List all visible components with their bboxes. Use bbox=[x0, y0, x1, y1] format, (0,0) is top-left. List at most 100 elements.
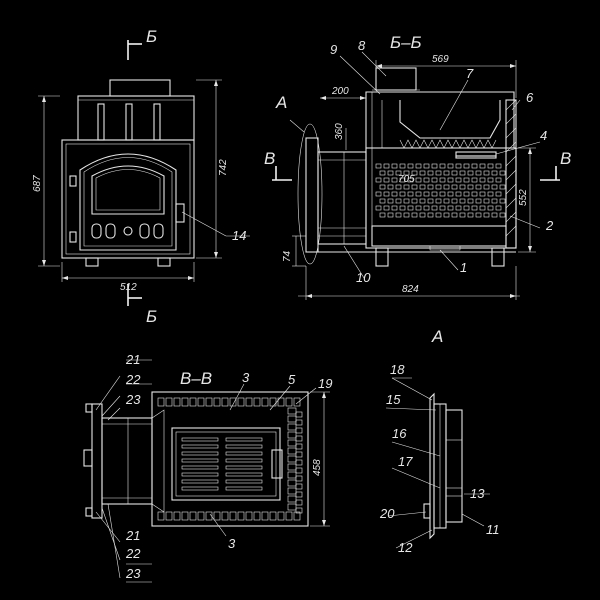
stone-cell bbox=[391, 177, 398, 183]
stone-link bbox=[205, 397, 213, 407]
front-door-glass bbox=[91, 165, 165, 215]
stone-cell bbox=[379, 170, 386, 176]
stone-cell bbox=[431, 177, 438, 183]
grate-bar bbox=[225, 451, 263, 456]
front-rib bbox=[153, 103, 161, 141]
grate-bar bbox=[181, 479, 219, 484]
stone-link bbox=[287, 415, 297, 423]
callout-4: 4 bbox=[540, 128, 547, 143]
dim-front-height: 687 bbox=[32, 175, 43, 192]
stone-cell bbox=[419, 212, 426, 218]
front-rib bbox=[125, 103, 133, 141]
stone-cell bbox=[403, 212, 410, 218]
stone-link bbox=[287, 495, 297, 503]
dim-vv-depth: 458 bbox=[312, 459, 323, 476]
front-door bbox=[79, 153, 177, 251]
stone-cell bbox=[499, 170, 506, 176]
stone-link bbox=[295, 507, 303, 514]
bb-stone-grid bbox=[375, 163, 506, 218]
front-view bbox=[38, 40, 250, 306]
stone-cell bbox=[427, 184, 434, 190]
stone-link bbox=[237, 511, 245, 521]
stone-cell bbox=[379, 212, 386, 218]
stone-cell bbox=[423, 191, 430, 197]
stone-cell bbox=[495, 177, 502, 183]
air-slot bbox=[91, 223, 102, 239]
callout-10: 10 bbox=[356, 270, 371, 285]
stone-cell bbox=[415, 177, 422, 183]
stone-cell bbox=[395, 198, 402, 204]
callout-12: 12 bbox=[398, 540, 413, 555]
stone-cell bbox=[403, 198, 410, 204]
stone-link bbox=[269, 511, 277, 521]
stone-link bbox=[295, 467, 303, 474]
stone-cell bbox=[483, 170, 490, 176]
stone-cell bbox=[411, 170, 418, 176]
callout-17: 17 bbox=[398, 454, 413, 469]
stone-cell bbox=[459, 170, 466, 176]
air-knob bbox=[123, 226, 133, 236]
stone-cell bbox=[411, 198, 418, 204]
stone-cell bbox=[479, 191, 486, 197]
dim-bb-left-top: 200 bbox=[331, 86, 349, 97]
bb-ashpan bbox=[371, 225, 507, 247]
grate-bar bbox=[181, 458, 219, 463]
stone-link bbox=[287, 431, 297, 439]
foot bbox=[85, 257, 99, 267]
stone-link bbox=[287, 463, 297, 471]
stone-cell bbox=[455, 191, 462, 197]
stone-cell bbox=[475, 212, 482, 218]
stone-cell bbox=[431, 191, 438, 197]
stone-cell bbox=[483, 212, 490, 218]
stone-link bbox=[205, 511, 213, 521]
stone-cell bbox=[451, 212, 458, 218]
stone-cell bbox=[475, 184, 482, 190]
dim-bb-right: 552 bbox=[518, 189, 529, 206]
stone-cell bbox=[499, 184, 506, 190]
stone-link bbox=[165, 511, 173, 521]
stone-cell bbox=[491, 212, 498, 218]
stone-cell bbox=[435, 184, 442, 190]
stone-cell bbox=[391, 191, 398, 197]
callout-16: 16 bbox=[392, 426, 407, 441]
stone-link bbox=[197, 397, 205, 407]
stone-link bbox=[295, 419, 303, 426]
bb-plate bbox=[455, 155, 497, 159]
stone-cell bbox=[495, 191, 502, 197]
stone-cell bbox=[415, 163, 422, 169]
stone-link bbox=[221, 397, 229, 407]
stone-cell bbox=[447, 191, 454, 197]
stone-cell bbox=[447, 163, 454, 169]
stone-link bbox=[295, 427, 303, 434]
stone-cell bbox=[467, 212, 474, 218]
stone-cell bbox=[387, 170, 394, 176]
stone-cell bbox=[419, 184, 426, 190]
stone-cell bbox=[383, 205, 390, 211]
stone-link bbox=[189, 397, 197, 407]
labels: Б Б Б–Б В В В–В А А 512 687 742 569 200 … bbox=[32, 27, 571, 581]
stone-cell bbox=[455, 163, 462, 169]
detail-a-title: А bbox=[431, 327, 443, 346]
stone-cell bbox=[379, 198, 386, 204]
stone-link bbox=[295, 459, 303, 466]
callout-18: 18 bbox=[390, 362, 405, 377]
stone-cell bbox=[467, 198, 474, 204]
vv-grate bbox=[171, 427, 281, 501]
callout-22-bottom: 22 bbox=[125, 546, 141, 561]
stone-cell bbox=[487, 177, 494, 183]
section-vv-title: В–В bbox=[180, 369, 212, 388]
stone-link bbox=[213, 511, 221, 521]
stone-link bbox=[293, 397, 301, 407]
callout-20: 20 bbox=[379, 506, 395, 521]
stone-cell bbox=[411, 212, 418, 218]
stone-link bbox=[295, 451, 303, 458]
stone-cell bbox=[403, 170, 410, 176]
dim-front-width: 512 bbox=[120, 282, 137, 293]
callout-5: 5 bbox=[288, 372, 296, 387]
stone-cell bbox=[375, 191, 382, 197]
stone-link bbox=[197, 511, 205, 521]
bb-front-plate bbox=[305, 137, 319, 253]
stone-cell bbox=[435, 212, 442, 218]
stone-link bbox=[229, 397, 237, 407]
stone-cell bbox=[419, 170, 426, 176]
